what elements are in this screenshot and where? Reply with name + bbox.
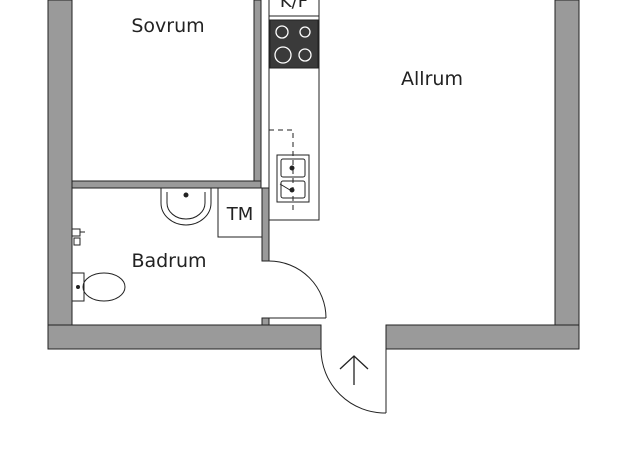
entrance-door <box>320 325 387 414</box>
room-label-allrum: Allrum <box>401 68 463 90</box>
bathroom-right-wall-lower <box>261 317 270 326</box>
bedroom-bottom-wall <box>71 180 262 189</box>
stove <box>269 19 319 69</box>
bottom-wall-right <box>385 324 580 350</box>
room-label-sovrum: Sovrum <box>131 15 204 37</box>
stove-burner-bottom-right <box>298 48 312 62</box>
toilet <box>71 272 126 302</box>
kitchen-sink <box>276 154 310 203</box>
fridge-freezer-label: K/F <box>280 0 308 12</box>
bathroom-door <box>262 260 327 319</box>
stove-burner-top-left <box>275 25 289 39</box>
interior-walls <box>71 0 270 326</box>
washing-machine-label: TM <box>226 204 254 225</box>
stove-burner-top-right <box>299 26 311 38</box>
entrance-arrow <box>339 355 369 385</box>
right-outer-wall <box>554 0 580 350</box>
bottom-wall-left <box>47 324 322 350</box>
stove-burner-bottom-left <box>274 46 292 64</box>
left-outer-wall <box>47 0 73 350</box>
outer-walls <box>47 0 580 350</box>
kitchen-counter-outline <box>268 0 320 221</box>
bathroom-door-swing <box>268 260 327 319</box>
washing-machine: TM <box>217 187 263 238</box>
shower-fixture <box>71 228 85 246</box>
bathroom-sink <box>160 188 212 226</box>
room-label-badrum: Badrum <box>131 250 206 272</box>
fridge-freezer: K/F <box>268 0 320 17</box>
bedroom-right-wall <box>253 0 262 189</box>
entrance-door-swing <box>320 348 387 414</box>
bathroom-right-wall-upper <box>261 187 270 262</box>
